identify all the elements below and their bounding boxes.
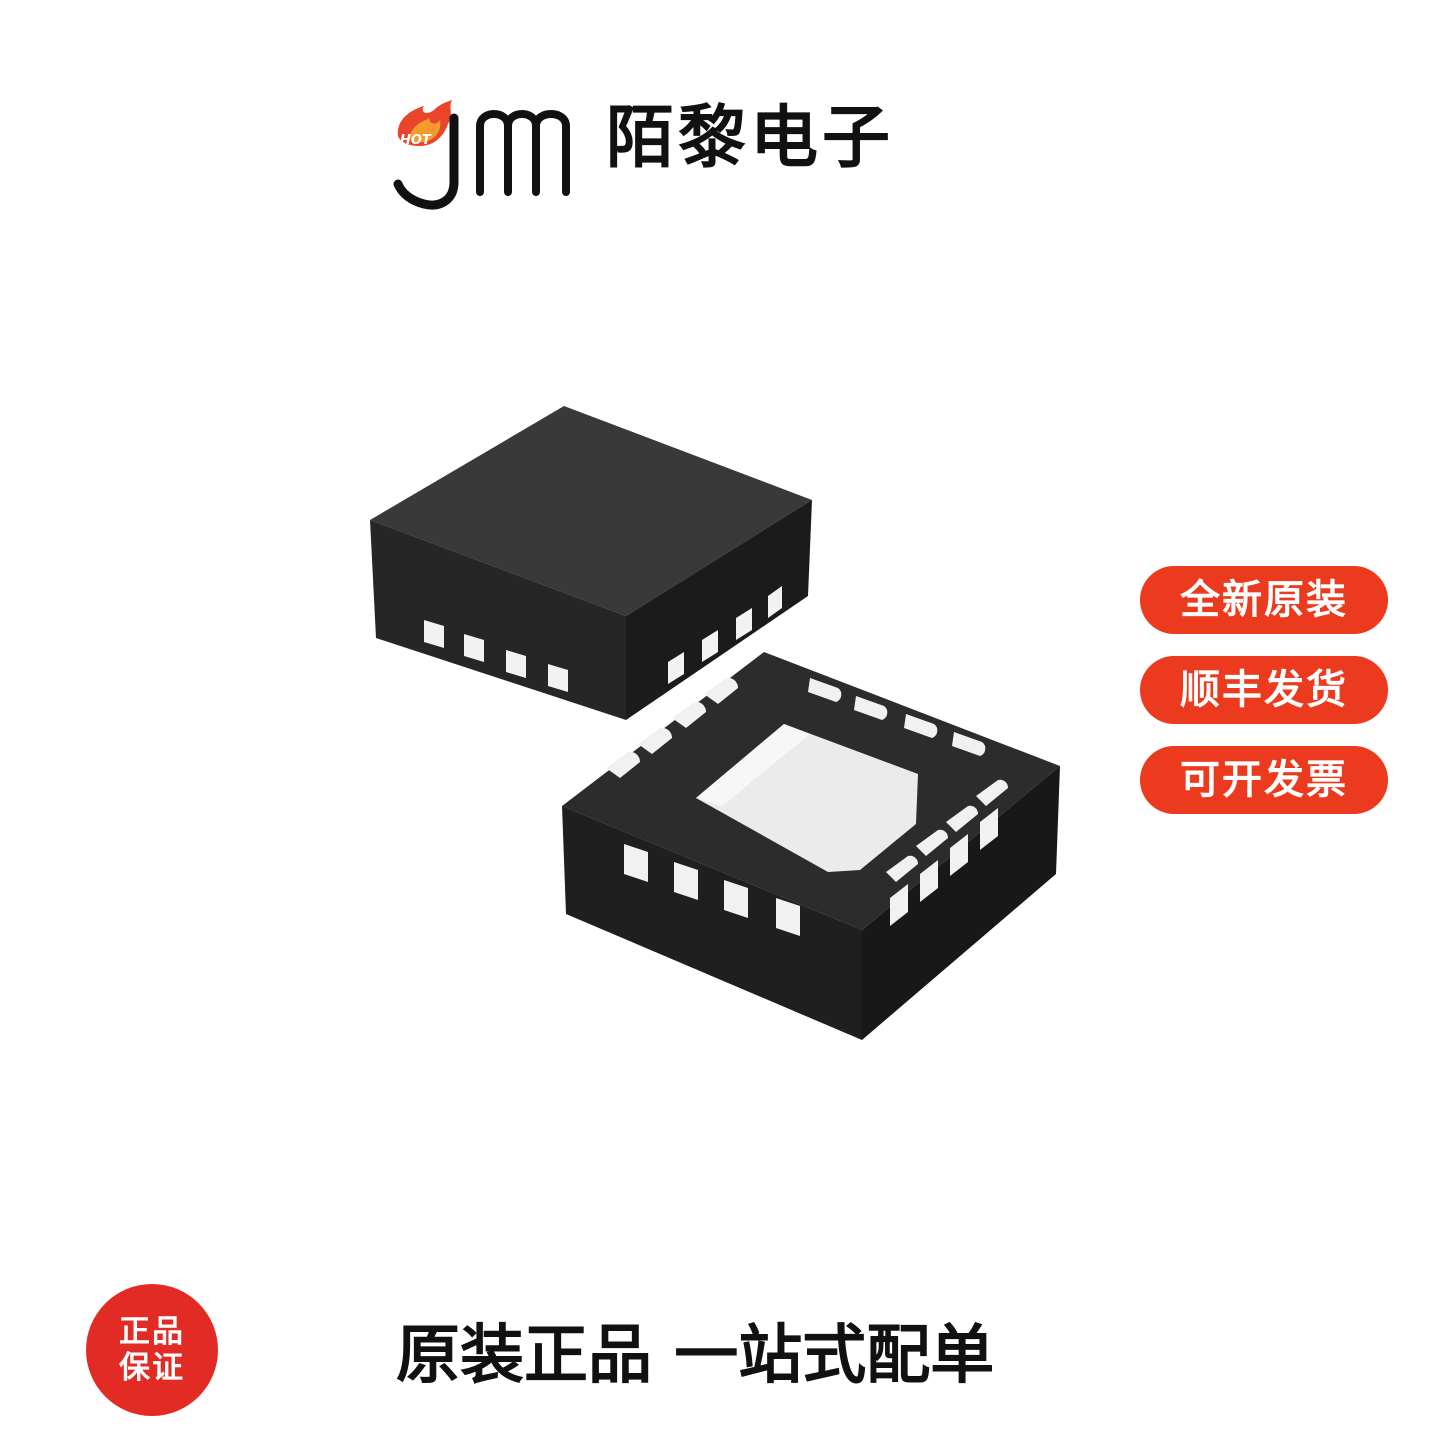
badge-brand-new-original: 全新原装	[1140, 566, 1388, 634]
genuine-guarantee-seal: 正品保证	[86, 1284, 218, 1416]
product-image	[340, 390, 1100, 1070]
logo-hot-text: HOT	[400, 133, 432, 148]
badge-invoice-available: 可开发票	[1140, 746, 1388, 814]
seal-text: 正品保证	[119, 1314, 185, 1386]
slogan: 原装正品 一站式配单	[396, 1319, 995, 1393]
badge-sf-shipping: 顺丰发货	[1140, 656, 1388, 724]
brand-logo: HOT	[390, 96, 595, 216]
brand-name: 陌黎电子	[606, 99, 895, 178]
